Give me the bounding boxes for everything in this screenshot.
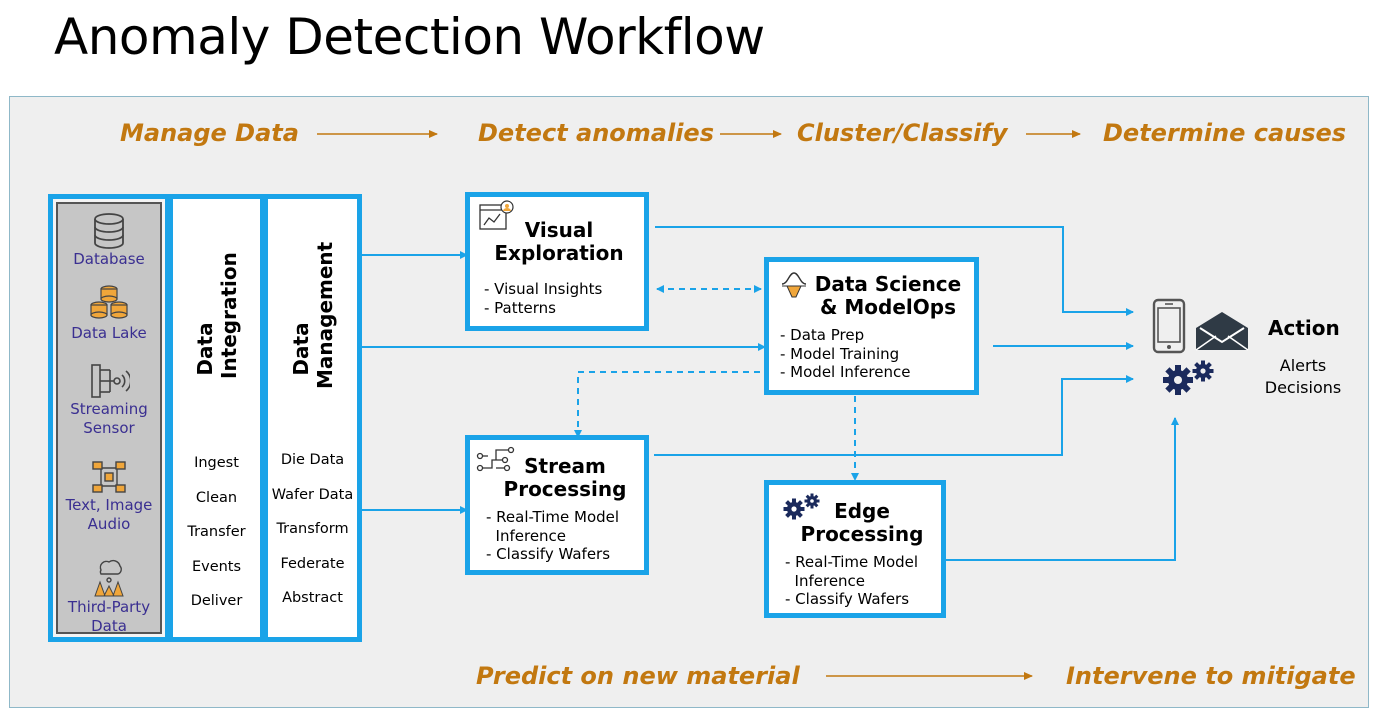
data-integration-items: Ingest Clean Transfer Events Deliver [173,454,260,627]
management-item: Transform [276,521,349,538]
source-third-party-data: Third-Party Data [58,556,160,636]
stream-processing-box: Stream Processing - Real-Time Model Infe… [465,435,649,575]
stream-processing-list: - Real-Time Model Inference- Classify Wa… [486,508,619,564]
source-database: Database [58,212,160,269]
list-item: - Patterns [484,298,556,317]
list-item: - Visual Insights [484,280,603,298]
streaming-sensor-icon [91,364,130,398]
data-integration-column: Data Integration Ingest Clean Transfer E… [168,194,265,642]
page-title: Anomaly Detection Workflow [54,8,765,66]
source-data-lake: Data Lake [58,284,160,343]
visual-exploration-list: - Visual Insights- Patterns [484,280,602,317]
action-subtitle: Alerts Decisions [1264,356,1342,397]
data-science-modelops-box: Data Science & ModelOps - Data Prep- Mod… [764,257,979,395]
source-label: Database [73,250,145,268]
list-item: - Real-Time Model Inference [785,553,919,590]
stage-manage-data: Manage Data [120,119,299,147]
text-image-audio-icon [92,461,126,493]
integration-item: Clean [195,489,238,506]
mobile-phone-icon [1152,298,1186,354]
edge-processing-title: Edge Processing [800,499,924,546]
data-integration-title: Data Integration [192,252,241,379]
management-item: Federate [280,555,345,572]
stage-intervene-mitigate: Intervene to mitigate [1066,662,1356,690]
list-item: - Data Prep [780,326,865,344]
stage-determine-causes: Determine causes [1103,119,1347,147]
list-item: - Classify Wafers [785,590,910,608]
data-management-column: Data Management Die Data Wafer Data Tran… [263,194,362,642]
integration-item: Events [191,558,242,575]
data-management-title: Data Management [288,241,337,389]
stream-processing-title: Stream Processing [503,454,627,501]
list-item: - Real-Time Model Inference [486,508,620,545]
integration-item: Transfer [187,524,246,541]
action-title: Action [1268,316,1340,340]
gears-icon [783,493,820,520]
stage-detect-anomalies: Detect anomalies [478,119,714,147]
list-item: - Model Training [780,344,900,363]
data-management-items: Die Data Wafer Data Transform Federate A… [268,451,357,624]
third-party-data-icon [94,559,124,597]
edge-processing-list: - Real-Time Model Inference- Classify Wa… [785,553,918,609]
stream-flow-icon [476,446,515,472]
source-text-image-audio: Text, Image Audio [58,458,160,534]
list-item: - Model Inference [780,363,911,381]
data-science-modelops-title: Data Science & ModelOps [814,272,962,319]
visual-analytics-icon [479,200,514,230]
database-icon [94,213,124,249]
stage-cluster-classify: Cluster/Classify [797,119,1008,147]
management-item: Wafer Data [271,486,354,503]
list-item: - Classify Wafers [486,545,611,563]
edge-processing-box: Edge Processing - Real-Time Model Infere… [764,480,946,618]
integration-item: Ingest [194,455,239,471]
data-science-list: - Data Prep- Model Training- Model Infer… [780,326,910,382]
stage-predict-new-material: Predict on new material [476,662,800,690]
integration-item: Deliver [190,593,243,610]
envelope-icon [1195,312,1249,351]
data-lake-icon [90,285,128,319]
source-label: Data Lake [71,324,147,342]
source-label: Streaming Sensor [70,400,148,437]
source-label: Third-Party Data [67,598,151,635]
visual-exploration-title: Visual Exploration [494,218,624,265]
action-gears-icon [1163,360,1214,395]
source-label: Text, Image Audio [65,496,153,533]
management-item: Abstract [282,590,343,607]
management-item: Die Data [280,452,345,468]
data-sources-column: Database Data Lake [48,194,170,642]
visual-exploration-box: Visual Exploration - Visual Insights- Pa… [465,192,649,331]
model-distribution-icon [781,272,807,298]
source-streaming-sensor: Streaming Sensor [58,362,160,438]
